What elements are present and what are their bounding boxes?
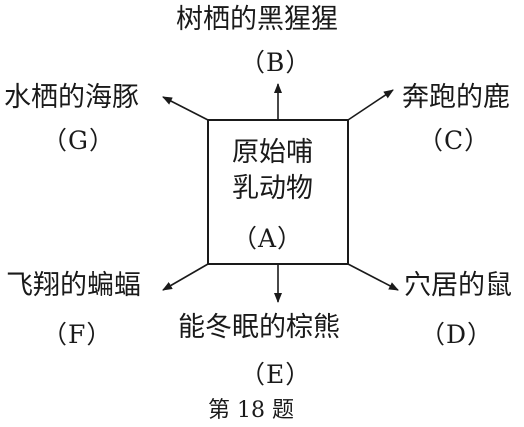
arrow-up-left	[162, 96, 209, 121]
center-label-line2: 乳动物	[232, 173, 313, 204]
branch-bottom-label: 能冬眠的棕熊	[178, 312, 340, 343]
branch-bottom-left-code: （F）	[42, 320, 113, 349]
branch-bottom-right-code: （D）	[420, 320, 494, 349]
branch-top-left-label: 水栖的海豚	[4, 82, 139, 113]
branch-top-left-code: （G）	[42, 126, 115, 155]
branch-top-right-code: （C）	[418, 126, 491, 155]
center-code: （A）	[232, 224, 304, 253]
branch-top-label: 树栖的黑猩猩	[176, 4, 338, 35]
center-label-line1: 原始哺	[232, 137, 313, 168]
branch-top-right-label: 奔跑的鹿	[402, 82, 510, 113]
arrow-up-right	[347, 89, 394, 121]
branch-bottom-code: （E）	[240, 360, 312, 389]
branch-bottom-right-label: 穴居的鼠	[404, 270, 512, 301]
arrow-down-right	[347, 263, 399, 291]
branch-top-code: （B）	[240, 48, 312, 77]
figure-caption: 第 18 题	[208, 398, 294, 423]
arrow-down-left	[162, 263, 209, 291]
branch-bottom-left-label: 飞翔的蝙蝠	[6, 270, 141, 301]
